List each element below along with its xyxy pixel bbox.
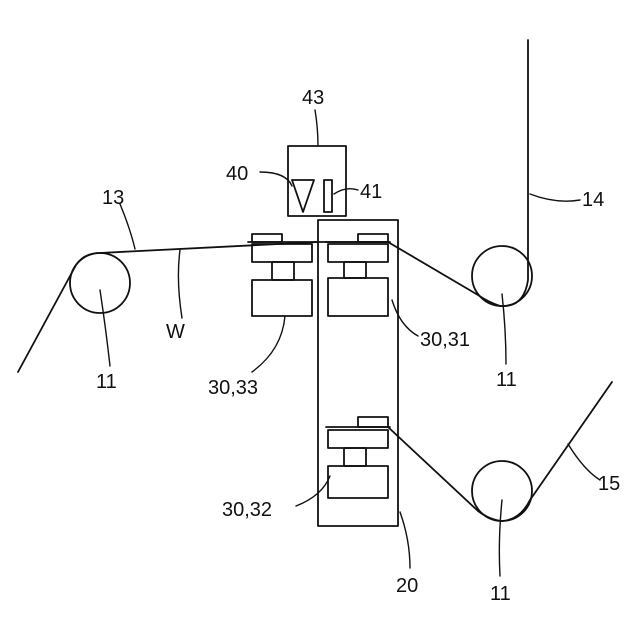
leader-13	[120, 204, 135, 249]
sensor-housing-43	[288, 146, 346, 216]
label-15: 15	[598, 473, 620, 495]
label-30-32: 30,32	[222, 499, 272, 521]
sensor-bar-41	[324, 180, 332, 212]
label-43: 43	[302, 87, 324, 109]
label-30-33: 30,33	[208, 377, 258, 399]
sensor-triangle-40	[292, 180, 314, 212]
unit-30-31	[326, 234, 390, 316]
leader-30-32	[296, 476, 330, 506]
leader-14	[530, 194, 580, 201]
leader-20	[400, 512, 410, 568]
label-40: 40	[226, 163, 248, 185]
label-13: 13	[102, 187, 124, 209]
label-w: W	[166, 321, 185, 343]
leader-11-left	[100, 290, 110, 366]
web-path-lower	[388, 382, 612, 521]
label-41: 41	[360, 181, 382, 203]
label-11-right-top: 11	[496, 369, 517, 391]
web-path-entry	[18, 40, 528, 372]
label-30-31: 30,31	[420, 329, 470, 351]
unit-30-33	[248, 234, 316, 316]
leader-30-33	[252, 316, 285, 372]
roller-right-bottom	[472, 461, 532, 521]
label-11-left: 11	[96, 371, 117, 393]
leader-15	[568, 444, 600, 480]
label-11-right-bottom: 11	[490, 583, 511, 605]
leader-11-right-bottom	[499, 500, 502, 576]
leader-30-31	[392, 300, 418, 336]
leader-11-right-top	[502, 294, 506, 364]
leader-w	[178, 250, 182, 318]
label-20: 20	[396, 575, 418, 597]
leader-43	[315, 110, 318, 146]
frame-20	[318, 220, 398, 526]
label-14: 14	[582, 189, 604, 211]
unit-30-32	[326, 417, 390, 498]
